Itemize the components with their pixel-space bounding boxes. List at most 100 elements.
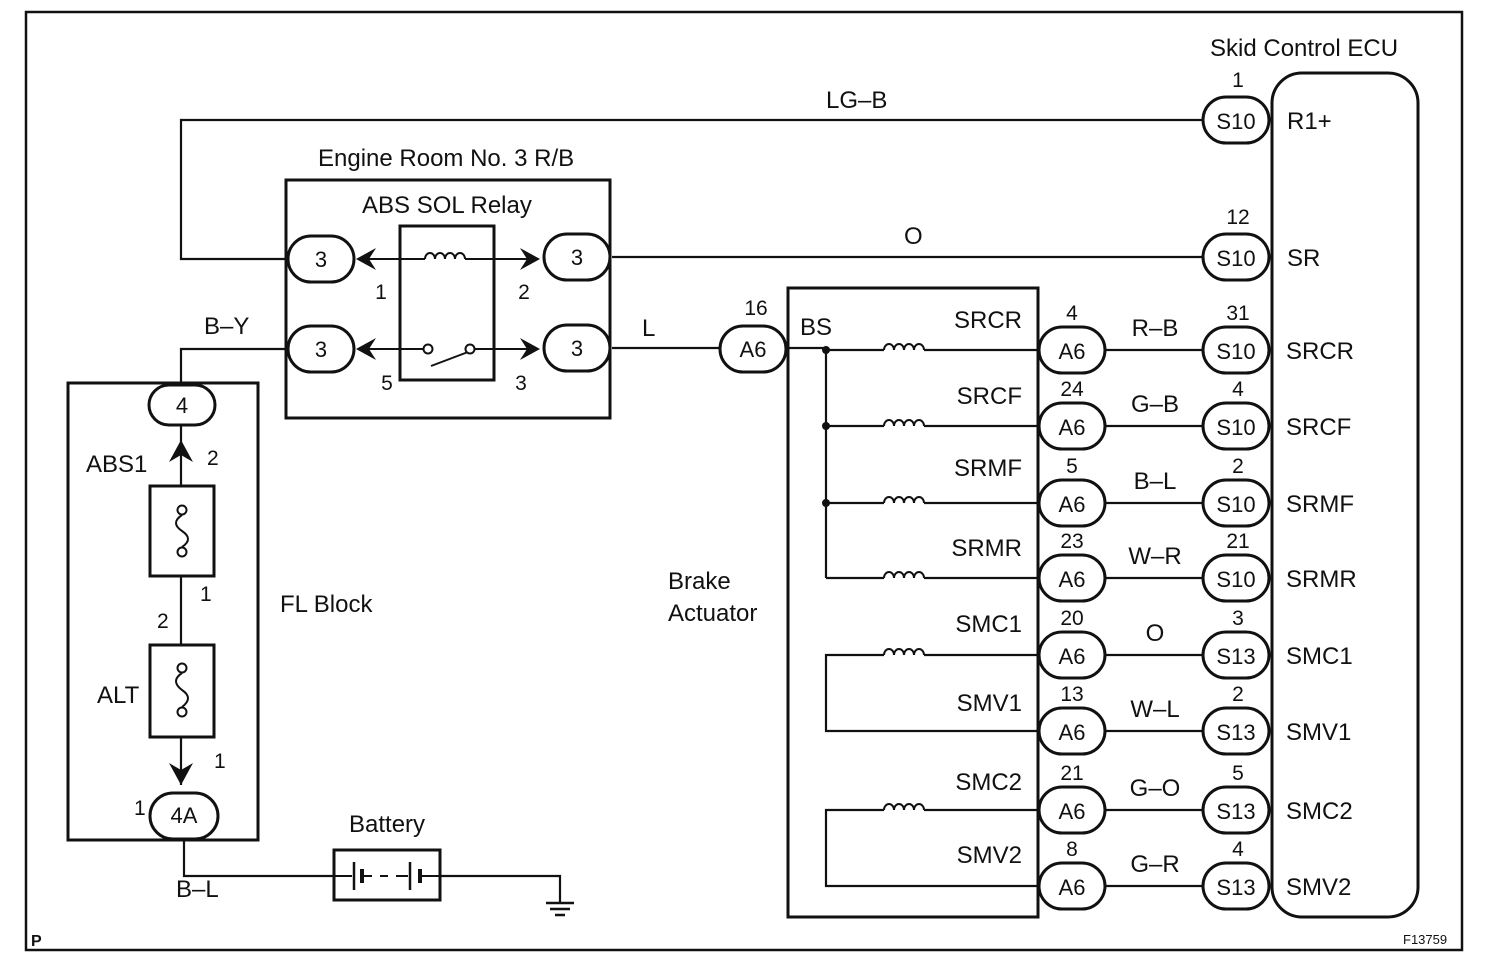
relay-title: ABS SOL Relay	[362, 192, 532, 219]
supply-connector-pin: 16	[744, 297, 767, 320]
wire-b-l	[182, 840, 338, 878]
actuator-title: Brake	[668, 568, 731, 595]
wire-color-label: R–B	[1132, 315, 1179, 342]
relay-connector	[286, 234, 356, 284]
relay-coil-icon	[424, 252, 466, 260]
solenoid-coil-icon	[883, 496, 925, 504]
ecu-terminal: SRMF	[1286, 491, 1354, 518]
wire-color-label: G–R	[1130, 851, 1179, 878]
ecu-terminal: SRCR	[1286, 338, 1354, 365]
relay-box	[284, 178, 612, 420]
ecu-terminal: SMV1	[1286, 719, 1351, 746]
supply-connector-label: A6	[740, 337, 767, 362]
ecu-pin: 31	[1226, 302, 1249, 325]
solenoid-label: SRCF	[957, 383, 1022, 410]
actuator-connector-label: A6	[1059, 720, 1086, 745]
supply-connector	[718, 324, 788, 374]
ecu-connector-label: S10	[1216, 492, 1255, 517]
fuse-label: ABS1	[86, 451, 147, 478]
ecu-pin: 1	[1232, 69, 1244, 92]
ecu-title: Skid Control ECU	[1210, 35, 1398, 62]
wire-color-label: W–R	[1128, 543, 1181, 570]
terminal-arrow-icon	[169, 763, 193, 785]
ecu-terminal: SMC2	[1286, 798, 1353, 825]
ecu-pin: 21	[1226, 530, 1249, 553]
solenoid-label: SMC1	[955, 611, 1022, 638]
wire-label: LG–B	[826, 87, 887, 114]
fl-pin-label: 1	[134, 797, 146, 820]
ecu-connector-label: S13	[1216, 875, 1255, 900]
ecu-connector	[1201, 630, 1271, 680]
actuator-connector-label: A6	[1059, 415, 1086, 440]
fl-pin-label: 1	[200, 583, 212, 606]
relay-switch-arm	[430, 351, 469, 367]
terminal-arrow-icon	[520, 248, 540, 270]
terminal-arrow-icon	[356, 338, 376, 360]
actuator-pin: 13	[1060, 683, 1083, 706]
ecu-pin: 4	[1232, 838, 1244, 861]
actuator-bs-label: BS	[800, 314, 832, 341]
fl-pin-label: 1	[214, 750, 226, 773]
ecu-terminal: SRMR	[1286, 566, 1357, 593]
relay-pin-label: 2	[518, 281, 530, 304]
relay-connector	[542, 323, 612, 373]
wire-label: B–Y	[204, 313, 249, 340]
fl-pin-label: 2	[207, 447, 219, 470]
actuator-pin: 21	[1060, 762, 1083, 785]
wire-battery-ground	[438, 874, 562, 902]
terminal-arrow-icon	[356, 248, 376, 270]
wire-label: O	[904, 223, 923, 250]
actuator-pin: 24	[1060, 378, 1084, 401]
solenoid-label: SMC2	[955, 769, 1022, 796]
wire-color-label: W–L	[1130, 696, 1179, 723]
ecu-terminal: R1+	[1287, 108, 1332, 135]
corner-right: F13759	[1403, 932, 1447, 947]
brake-actuator	[786, 286, 1040, 919]
ecu-terminal: SRCF	[1286, 414, 1351, 441]
relay-connector-label: 3	[571, 336, 583, 361]
fuse-terminal-icon	[176, 546, 188, 558]
skid-control-ecu	[1270, 71, 1420, 919]
relay-connector	[286, 324, 356, 374]
solenoid-coil-icon	[883, 419, 925, 427]
solenoid-coil-icon	[883, 571, 925, 579]
ecu-connector-label: S13	[1216, 644, 1255, 669]
ground-icon	[546, 901, 574, 917]
solenoid-coil-icon	[883, 343, 925, 351]
solenoid-label: SRMF	[954, 455, 1022, 482]
ecu-terminal: SMC1	[1286, 643, 1353, 670]
solenoid-coil-icon	[883, 648, 925, 656]
outer-frame	[24, 10, 1464, 952]
abs-sol-relay	[398, 224, 496, 382]
actuator-pin: 5	[1066, 455, 1078, 478]
ecu-connector-label: S13	[1216, 720, 1255, 745]
fl-connector-top	[147, 383, 217, 427]
fuse-terminal-icon	[176, 706, 188, 718]
fuse-terminal-icon	[176, 662, 188, 674]
actuator-connector-label: A6	[1059, 567, 1086, 592]
fl-block	[66, 381, 260, 842]
ecu-pin: 12	[1226, 206, 1249, 229]
fuse-element-icon	[175, 672, 189, 708]
relay-connector	[542, 232, 612, 282]
ecu-connector	[1201, 325, 1271, 375]
fl-connector-bottom-label: 4A	[171, 803, 198, 828]
wire-label: L	[642, 315, 655, 342]
actuator-connector-label: A6	[1059, 875, 1086, 900]
actuator-pin: 4	[1066, 302, 1078, 325]
wire-color-label: G–B	[1131, 391, 1179, 418]
corner-left: P	[31, 933, 42, 950]
fl-connector-bottom	[148, 791, 220, 841]
relay-connector-label: 3	[315, 247, 327, 272]
wire-b-y	[179, 347, 288, 394]
relay-pin-label: 1	[375, 281, 387, 304]
relay-pin-label: 3	[515, 372, 527, 395]
wire-lg-b	[179, 118, 1203, 261]
